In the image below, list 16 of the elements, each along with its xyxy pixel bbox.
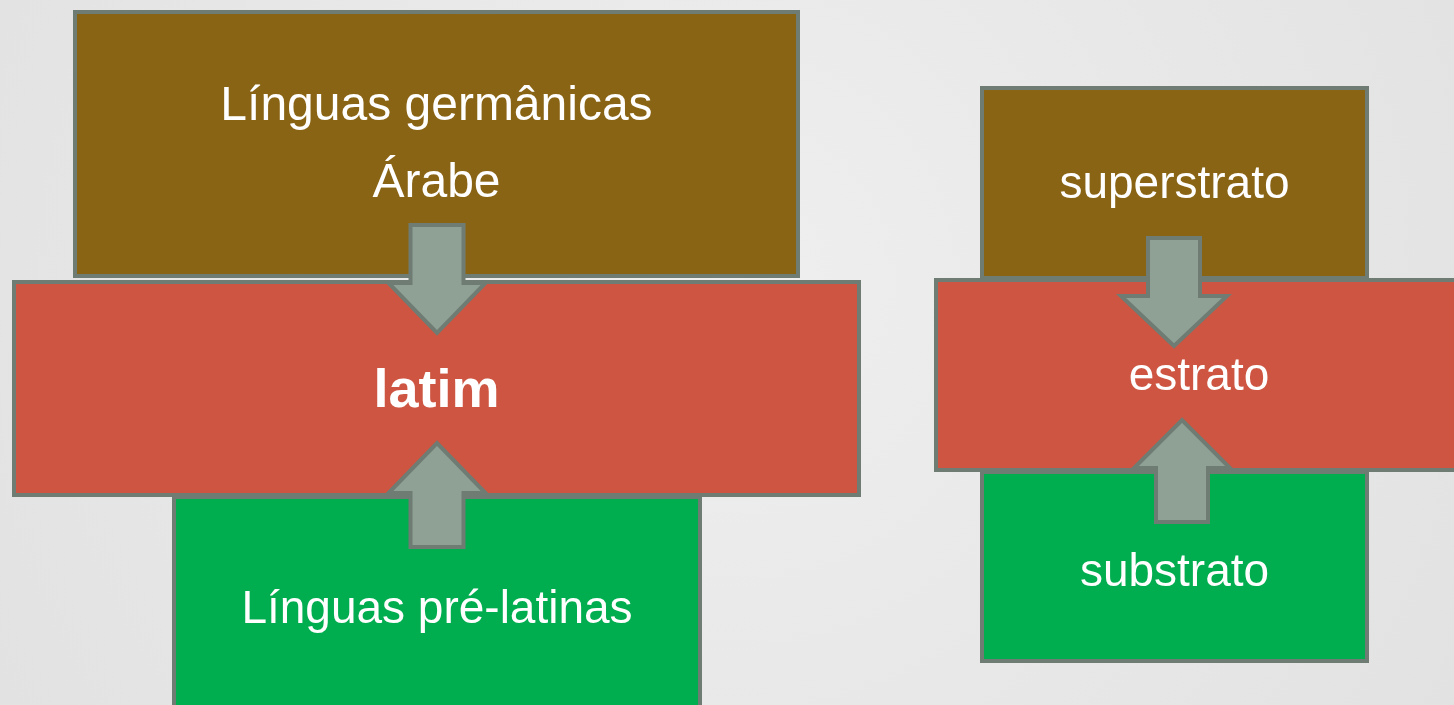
box-label: superstrato xyxy=(1059,155,1290,210)
box-label: Línguas germânicas xyxy=(220,76,653,132)
text-box xyxy=(73,10,800,278)
box-label: Línguas pré-latinas xyxy=(241,580,633,635)
box-label: substrato xyxy=(1079,543,1270,598)
block-arrow xyxy=(1129,417,1235,524)
block-arrow xyxy=(1115,236,1233,349)
text-box xyxy=(12,280,861,497)
box-label: estrato xyxy=(1128,347,1270,403)
text-box xyxy=(980,470,1369,663)
box-label: Árabe xyxy=(372,152,501,209)
text-box xyxy=(172,495,702,705)
text-box xyxy=(934,278,1454,472)
text-box xyxy=(980,86,1369,280)
block-arrow xyxy=(383,440,491,549)
box-label: latim xyxy=(373,357,500,421)
